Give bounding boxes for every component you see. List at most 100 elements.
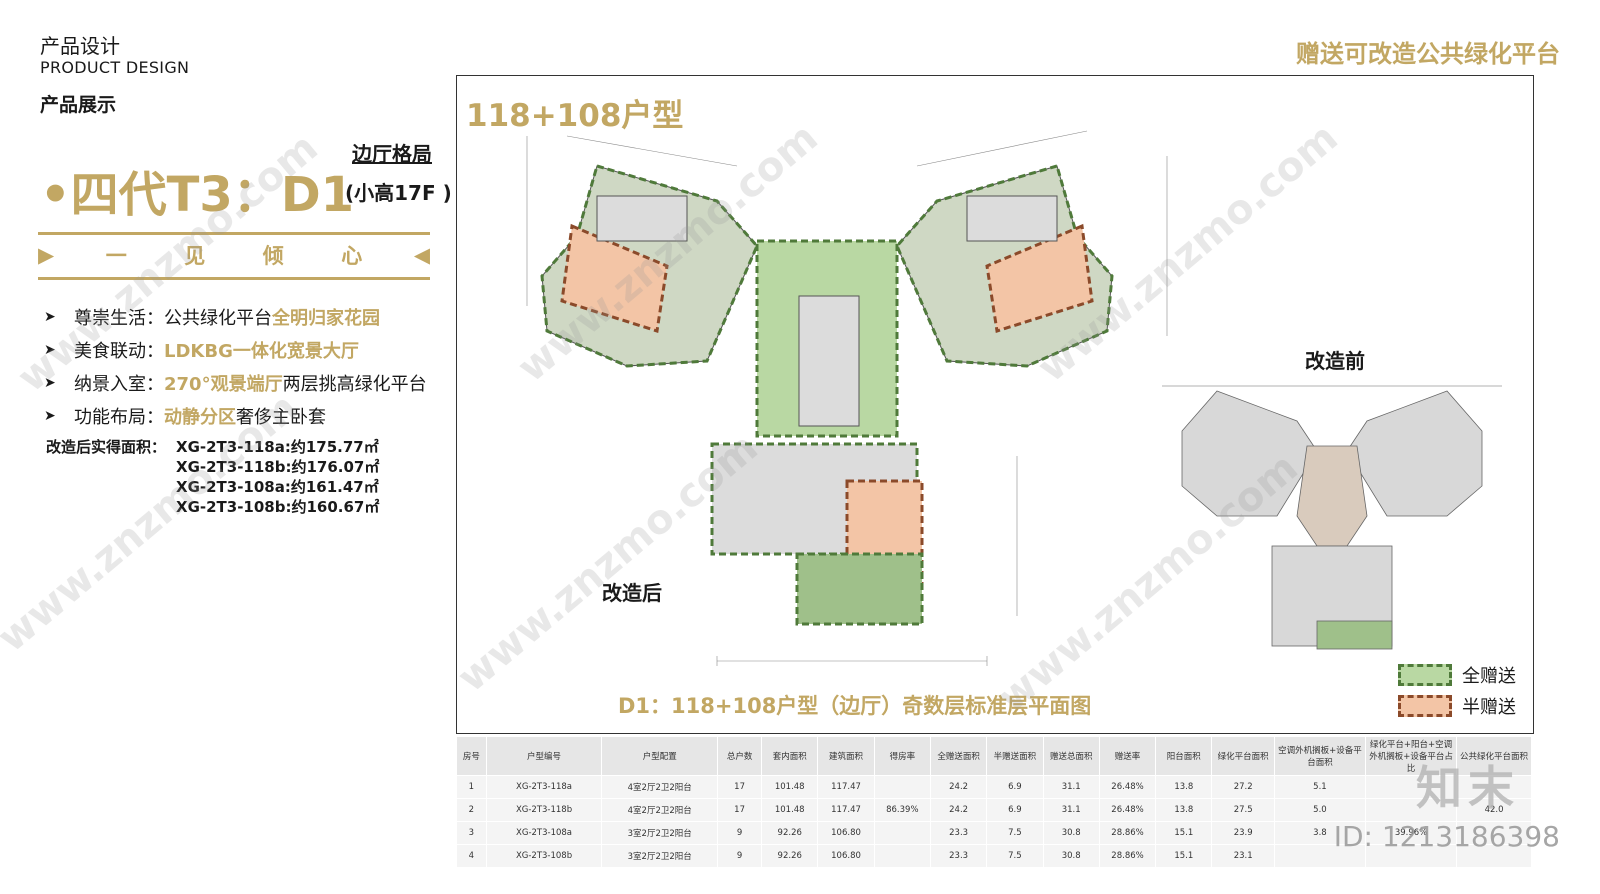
table-header: 半赠送面积 [986,736,1044,776]
table-cell [1364,775,1458,799]
before-plan [1162,385,1502,650]
table-header-row: 房号 户型编号 户型配置 总户数 套内面积 建筑面积 得房率 全赠送面积 半赠送… [456,736,1532,776]
table-cell: 3.8 [1273,821,1367,845]
table-cell: 7.5 [986,821,1044,845]
table-cell: 30.8 [1042,844,1100,868]
feature-item: ➤ 尊崇生活： 公共绿化平台 全明归家花园 [44,300,444,333]
feature-item: ➤ 纳景入室： 270°观景端厅 两层挑高绿化平台 [44,366,444,399]
area-item: XG-2T3-108a:约161.47㎡ [176,477,379,496]
feature-highlight: 270°观景端厅 [164,373,283,395]
table-header: 套内面积 [761,736,819,776]
slogan-top-rule [38,232,430,235]
table-cell: 39.96% [1364,821,1458,845]
layout-label: 边厅格局 [352,142,432,166]
legend-full: 全赠送 [1398,662,1516,688]
arrow-bullet-icon: ➤ [44,341,56,358]
table-cell: 23.3 [929,844,988,868]
table-header: 绿化平台面积 [1211,736,1275,776]
floor-label: (小高17F ) [345,181,452,205]
table-cell: 27.2 [1211,775,1275,799]
table-cell: 2 [456,798,487,822]
area-label: 改造后实得面积： [46,437,167,456]
feature-item: ➤ 功能布局： 动静分区 奢侈主卧套 [44,399,444,432]
table-cell: 4室2厅2卫2阳台 [601,775,719,799]
table-cell: 4 [456,844,487,868]
table-header: 房号 [456,736,487,776]
table-cell [1273,844,1367,868]
table-cell: 26.48% [1098,775,1157,799]
table-cell [873,775,931,799]
dimension-lines [526,130,1168,666]
table-cell [1456,821,1532,845]
table-cell: 117.47 [817,775,875,799]
plan-type-label: 118+108户型 [466,98,684,134]
table-cell: 31.1 [1042,798,1100,822]
legend-half-swatch [1398,695,1452,717]
table-header: 公共绿化平台面积 [1456,736,1532,776]
legend-half: 半赠送 [1398,693,1516,719]
table-cell: XG-2T3-118b [485,798,603,822]
table-cell: 27.5 [1211,798,1275,822]
product-headline: •四代T3：D1 [40,167,355,223]
slogan-bottom-rule [38,277,430,280]
table-cell: 1 [456,775,487,799]
table-header: 绿化平台+阳台+空调外机搁板+设备平台占比 [1364,736,1458,776]
table-cell: 24.2 [929,775,988,799]
table-header: 得房率 [873,736,931,776]
table-cell [873,821,931,845]
unit-data-table: 房号 户型编号 户型配置 总户数 套内面积 建筑面积 得房率 全赠送面积 半赠送… [456,736,1532,868]
table-cell: 5.1 [1273,775,1367,799]
table-cell: 117.47 [817,798,875,822]
area-item: XG-2T3-118b:约176.07㎡ [176,457,380,476]
legend-full-label: 全赠送 [1462,666,1516,687]
after-label: 改造后 [602,581,662,605]
table-header: 阳台面积 [1155,736,1213,776]
id-watermark: ID: 1213186398 [1333,820,1560,853]
arrow-bullet-icon: ➤ [44,308,56,325]
legend-full-swatch [1398,664,1452,686]
plan-caption: D1：118+108户型（边厅）奇数层标准层平面图 [618,694,1092,718]
feature-highlight: LDKBG一体化宽景大厅 [164,340,359,362]
slogan-char: 见 [184,244,206,268]
table-header: 户型配置 [601,736,719,776]
table-cell: 17 [717,775,763,799]
feature-highlight: 全明归家花园 [272,307,380,329]
right-triangle-icon: ▶ [38,243,55,267]
floor-plan-frame [456,75,1534,734]
table-cell: 86.39% [873,798,931,822]
feature-item: ➤ 美食联动： LDKBG一体化宽景大厅 [44,333,444,366]
table-cell: 28.86% [1098,844,1157,868]
table-cell: 5.0 [1273,798,1367,822]
before-label: 改造前 [1305,349,1365,373]
table-header: 空调外机搁板+设备平台面积 [1273,736,1367,776]
table-cell [873,844,931,868]
table-header: 全赠送面积 [929,736,988,776]
table-cell: 101.48 [761,798,819,822]
table-cell: 92.26 [761,821,819,845]
table-header: 建筑面积 [817,736,875,776]
feature-label: 美食联动： [74,340,164,362]
table-cell: 4室2厅2卫2阳台 [601,798,719,822]
slogan-char: 一 [105,244,127,268]
slogan-char: 心 [341,244,363,268]
table-cell: 9 [717,844,763,868]
table-cell: 15.1 [1155,844,1213,868]
table-cell: 6.9 [986,798,1044,822]
table-cell: 13.8 [1155,775,1213,799]
showcase-label: 产品展示 [40,94,117,116]
table-cell [1456,844,1532,868]
feature-plain: 公共绿化平台 [164,307,272,329]
table-cell: 101.48 [761,775,819,799]
feature-label: 尊崇生活： [74,307,164,329]
slogan-char: 倾 [262,244,284,268]
table-cell: 13.8 [1155,798,1213,822]
feature-tail: 两层挑高绿化平台 [282,373,427,395]
table-cell: 3室2厅2卫2阳台 [601,821,719,845]
table-cell: 23.9 [1211,821,1275,845]
table-cell: 9 [717,821,763,845]
table-cell: 15.1 [1155,821,1213,845]
floor-plan-drawing [526,130,1502,666]
